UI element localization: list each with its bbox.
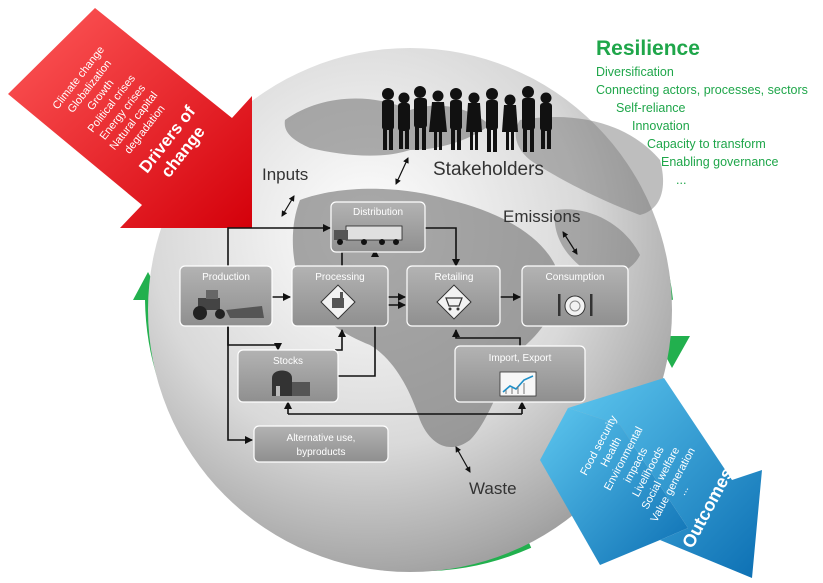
resilience-title: Resilience bbox=[596, 37, 700, 60]
node-processing: Processing bbox=[291, 265, 389, 327]
stakeholders-double-arrow bbox=[395, 157, 409, 185]
node-stocks-label: Stocks bbox=[273, 356, 303, 367]
resilience-item: Capacity to transform bbox=[647, 137, 766, 151]
stakeholders-label: Stakeholders bbox=[433, 159, 544, 180]
shopping-cart-icon bbox=[436, 284, 472, 320]
waste-label: Waste bbox=[469, 479, 517, 498]
emissions-double-arrow bbox=[562, 231, 578, 255]
node-processing-label: Processing bbox=[315, 272, 364, 283]
node-retailing-label: Retailing bbox=[435, 272, 474, 283]
node-alternative-use-label: Alternative use, bbox=[287, 433, 356, 444]
inputs-label: Inputs bbox=[262, 165, 308, 184]
continent-arabia bbox=[554, 209, 640, 275]
node-stocks: Stocks bbox=[237, 349, 339, 403]
tractor-icon bbox=[193, 290, 264, 320]
outcomes-arrow bbox=[540, 378, 762, 578]
truck-icon bbox=[334, 225, 403, 245]
node-import-export: Import, Export bbox=[454, 345, 586, 403]
plate-cutlery-icon bbox=[558, 294, 593, 317]
resilience-item: Enabling governance bbox=[661, 155, 778, 169]
node-consumption-label: Consumption bbox=[546, 272, 605, 283]
node-import-export-label: Import, Export bbox=[489, 353, 552, 364]
resilience-item: Diversification bbox=[596, 65, 674, 79]
people-silhouettes-icon bbox=[382, 86, 552, 152]
node-retailing: Retailing bbox=[406, 265, 501, 327]
resilience-item: Connecting actors, processes, sectors bbox=[596, 83, 808, 97]
drivers-of-change-arrow bbox=[8, 8, 252, 228]
resilience-item: Innovation bbox=[632, 119, 690, 133]
node-distribution: Distribution bbox=[330, 201, 426, 253]
rising-chart-icon bbox=[499, 371, 537, 397]
node-alternative-use: Alternative use, byproducts bbox=[253, 425, 389, 463]
continent-asia-edge bbox=[515, 116, 664, 215]
resilience-item: Self-reliance bbox=[616, 101, 686, 115]
node-production-label: Production bbox=[202, 272, 250, 283]
silo-barn-icon bbox=[272, 370, 310, 396]
node-consumption: Consumption bbox=[521, 265, 629, 327]
waste-double-arrow bbox=[455, 446, 471, 473]
node-distribution-label: Distribution bbox=[353, 207, 403, 218]
emissions-label: Emissions bbox=[503, 207, 580, 226]
resilience-item: ... bbox=[676, 173, 686, 187]
node-alternative-use-label: byproducts bbox=[297, 447, 346, 458]
inputs-double-arrow bbox=[281, 195, 295, 217]
factory-icon bbox=[320, 284, 356, 320]
node-production: Production bbox=[179, 265, 273, 327]
flow-connectors bbox=[227, 224, 526, 444]
